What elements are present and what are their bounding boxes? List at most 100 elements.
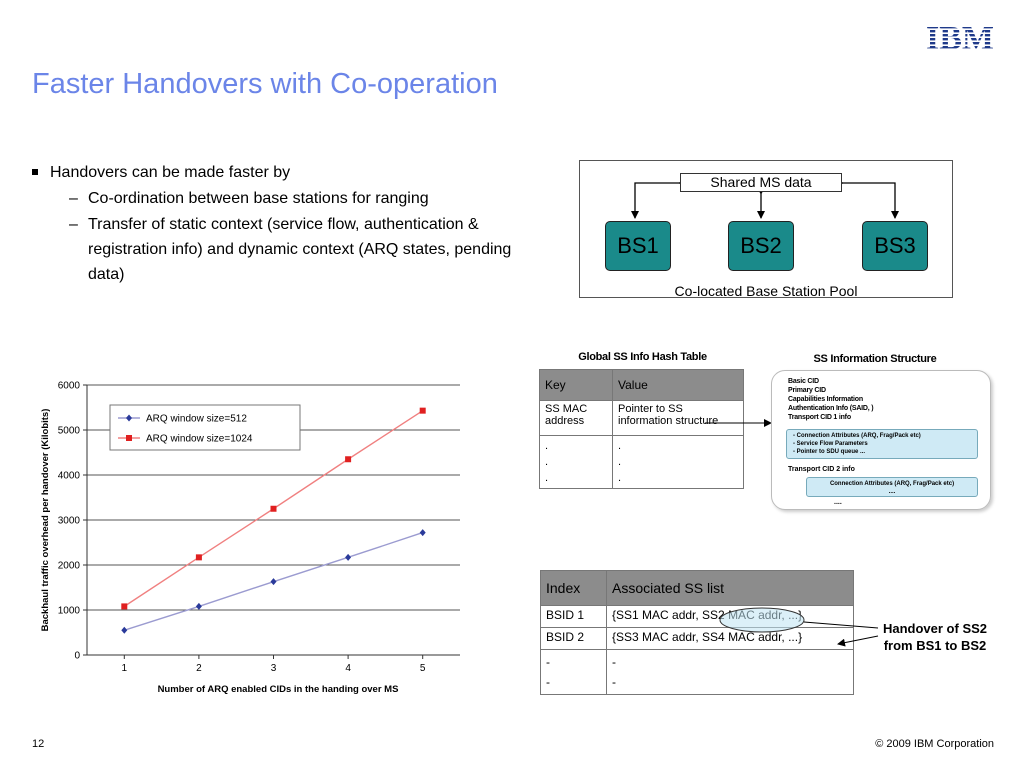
ss-info-structure: Basic CID Primary CID Capabilities Infor… <box>771 370 991 510</box>
dash-marker: – <box>69 190 78 207</box>
legend-box <box>109 404 301 451</box>
bullet-sub-1-text: Co-ordination between base stations for … <box>88 190 429 207</box>
dash: - <box>612 655 616 669</box>
cid1-item: - Connection Attributes (ARQ, Frag/Pack … <box>793 433 921 439</box>
dot: . <box>545 456 549 468</box>
legend-marker <box>126 435 132 441</box>
dot: . <box>618 440 622 452</box>
ss-info-line: Transport CID 1 info <box>788 414 851 421</box>
pointer-arrow <box>705 419 772 427</box>
bs3-box: BS3 <box>862 221 928 271</box>
index-header-index: Index <box>540 570 607 606</box>
handover-line-1: Handover of SS2 <box>882 621 988 636</box>
dash-cell: - - <box>540 649 607 695</box>
dash: - <box>546 655 550 669</box>
y-tick-label: 4000 <box>58 471 81 482</box>
hash-key-cell: SS MAC address <box>539 400 613 436</box>
x-tick-label: 5 <box>420 663 426 674</box>
y-tick-label: 0 <box>74 651 80 662</box>
data-point <box>195 554 202 561</box>
legend-label: ARQ window size=1024 <box>146 434 253 445</box>
bullet-sub-1: – Co-ordination between base stations fo… <box>32 186 532 211</box>
bullet-list: Handovers can be made faster by – Co-ord… <box>32 160 532 287</box>
dash-marker: – <box>69 216 78 233</box>
hash-header-row: Key Value <box>539 369 744 401</box>
y-tick-label: 1000 <box>58 606 81 617</box>
y-tick-label: 5000 <box>58 426 81 437</box>
data-point <box>345 553 352 561</box>
handover-arrow <box>837 635 879 647</box>
index-header-row: Index Associated SS list <box>540 570 854 606</box>
ss-info-line: Authentication Info (SAID, ) <box>788 405 874 412</box>
bullet-main: Handovers can be made faster by <box>32 160 532 185</box>
pool-arrows <box>631 179 899 219</box>
arrow-shared-bs1 <box>631 179 686 219</box>
cid2-item: Connection Attributes (ARQ, Frag/Pack et… <box>829 481 955 487</box>
page-number: 12 <box>32 738 45 750</box>
hash-table-title: Global SS Info Hash Table <box>578 351 707 363</box>
handover-note: Handover of SS2 from BS1 to BS2 <box>860 620 1010 654</box>
table-row: . . . . . . <box>539 435 744 489</box>
data-point <box>345 456 352 463</box>
y-tick-label: 3000 <box>58 516 81 527</box>
pool-caption: Co-located Base Station Pool <box>674 283 858 299</box>
dot: . <box>545 440 549 452</box>
ss-info-lines: Basic CID Primary CID Capabilities Infor… <box>788 377 874 422</box>
y-axis-label: Backhaul traffic overhead per handover (… <box>40 409 51 632</box>
hash-header-value: Value <box>612 369 744 401</box>
dash: - <box>546 675 550 689</box>
dot: . <box>545 472 549 484</box>
bullet-sub-2: – Transfer of static context (service fl… <box>32 212 532 287</box>
cid1-item: - Pointer to SDU queue ... <box>793 449 866 455</box>
data-point <box>270 505 277 512</box>
cid2-label: Transport CID 2 info <box>788 466 855 473</box>
cid1-item: - Service Flow Parameters <box>793 441 868 447</box>
hash-table: Key Value SS MAC address Pointer to SS i… <box>539 369 744 489</box>
data-point <box>419 407 426 414</box>
index-cell: BSID 1 <box>540 605 607 628</box>
ibm-logo: IBM <box>926 22 994 52</box>
data-point <box>270 578 277 586</box>
ss-info-title: SS Information Structure <box>813 353 937 365</box>
arrow-shared-bs3 <box>836 179 899 219</box>
shared-ms-data-box: Shared MS data <box>680 173 842 192</box>
legend-marker <box>126 414 132 422</box>
x-tick-label: 2 <box>196 663 202 674</box>
data-point <box>419 529 426 537</box>
handover-annotation <box>719 607 879 647</box>
x-tick-label: 4 <box>345 663 351 674</box>
x-tick-label: 3 <box>271 663 277 674</box>
bullet-sub-2-text: Transfer of static context (service flow… <box>88 216 512 283</box>
index-cell: BSID 2 <box>540 627 607 650</box>
table-row: - - - - <box>540 649 854 695</box>
data-point <box>195 602 202 610</box>
dot: . <box>618 472 622 484</box>
ss-info-line: Capabilities Information <box>788 396 863 403</box>
x-axis-label: Number of ARQ enabled CIDs in the handin… <box>158 684 399 695</box>
dot: . <box>618 456 622 468</box>
data-point <box>121 626 128 634</box>
ss-info-ellipsis: .... <box>834 499 842 506</box>
handover-line-2: from BS1 to BS2 <box>883 638 987 653</box>
cid2-ellipsis: .... <box>888 489 896 495</box>
y-tick-label: 2000 <box>58 561 81 572</box>
hash-dots-cell: . . . <box>539 435 613 489</box>
copyright: © 2009 IBM Corporation <box>875 738 994 750</box>
bs2-box: BS2 <box>728 221 794 271</box>
bs1-box: BS1 <box>605 221 671 271</box>
ibm-logo-text: IBM <box>926 22 994 52</box>
dash-cell: - - <box>606 649 854 695</box>
table-row: BSID 2 {SS3 MAC addr, SS4 MAC addr, ...} <box>540 627 854 650</box>
cid1-info-box: - Connection Attributes (ARQ, Frag/Pack … <box>786 429 978 459</box>
x-tick-label: 1 <box>122 663 128 674</box>
slide-title: Faster Handovers with Co-operation <box>32 68 498 100</box>
dash: - <box>612 675 616 689</box>
ss-info-line: Primary CID <box>788 387 826 394</box>
index-header-list: Associated SS list <box>606 570 854 606</box>
base-station-pool-box <box>579 160 953 298</box>
y-tick-label: 6000 <box>58 381 81 392</box>
handover-line <box>803 621 879 629</box>
legend-label: ARQ window size=512 <box>146 414 247 425</box>
cid2-info-box: Connection Attributes (ARQ, Frag/Pack et… <box>806 477 978 497</box>
